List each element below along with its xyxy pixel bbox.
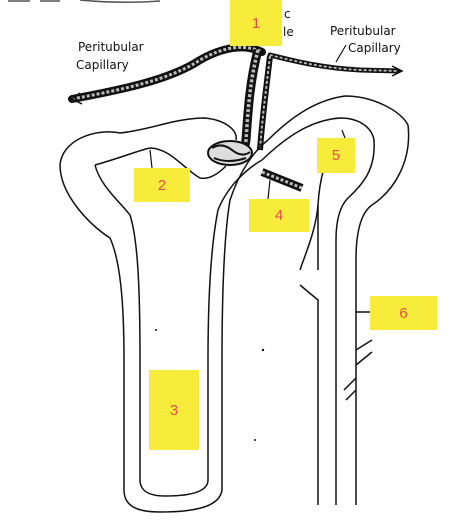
glomerulus [207, 140, 253, 166]
answer-box-4[interactable]: 4 [249, 199, 309, 232]
label-partial-top-2: le [283, 25, 294, 39]
answer-box-3[interactable]: 3 [149, 370, 199, 450]
peritubular-capillary-left [68, 43, 266, 105]
label-peritubular-right-2: Capillary [348, 41, 401, 55]
label-partial-top-1: c [284, 7, 291, 21]
label-peritubular-left-2: Capillary [76, 58, 129, 72]
leader-line-2 [149, 149, 153, 169]
leader-line-4 [267, 179, 271, 200]
afferent-vessel [260, 168, 304, 192]
answer-box-5[interactable]: 5 [317, 138, 355, 173]
bowmans-capsule [94, 117, 237, 180]
peritubular-capillary-right [267, 52, 404, 77]
cropped-header-marks [8, 0, 161, 4]
answer-box-6[interactable]: 6 [370, 296, 437, 330]
answer-box-2[interactable]: 2 [134, 168, 190, 202]
answer-box-1[interactable]: 1 [230, 0, 282, 46]
dot-mark [254, 439, 256, 441]
leader-line-peritubular-right [335, 44, 347, 63]
dot-mark [155, 329, 157, 331]
efferent-vessel [231, 48, 273, 160]
label-peritubular-right-1: Peritubular [330, 24, 396, 38]
leader-line-5 [341, 129, 346, 139]
loop-of-henle [59, 95, 409, 513]
dot-mark [261, 348, 265, 352]
label-peritubular-left-1: Peritubular [78, 40, 144, 54]
